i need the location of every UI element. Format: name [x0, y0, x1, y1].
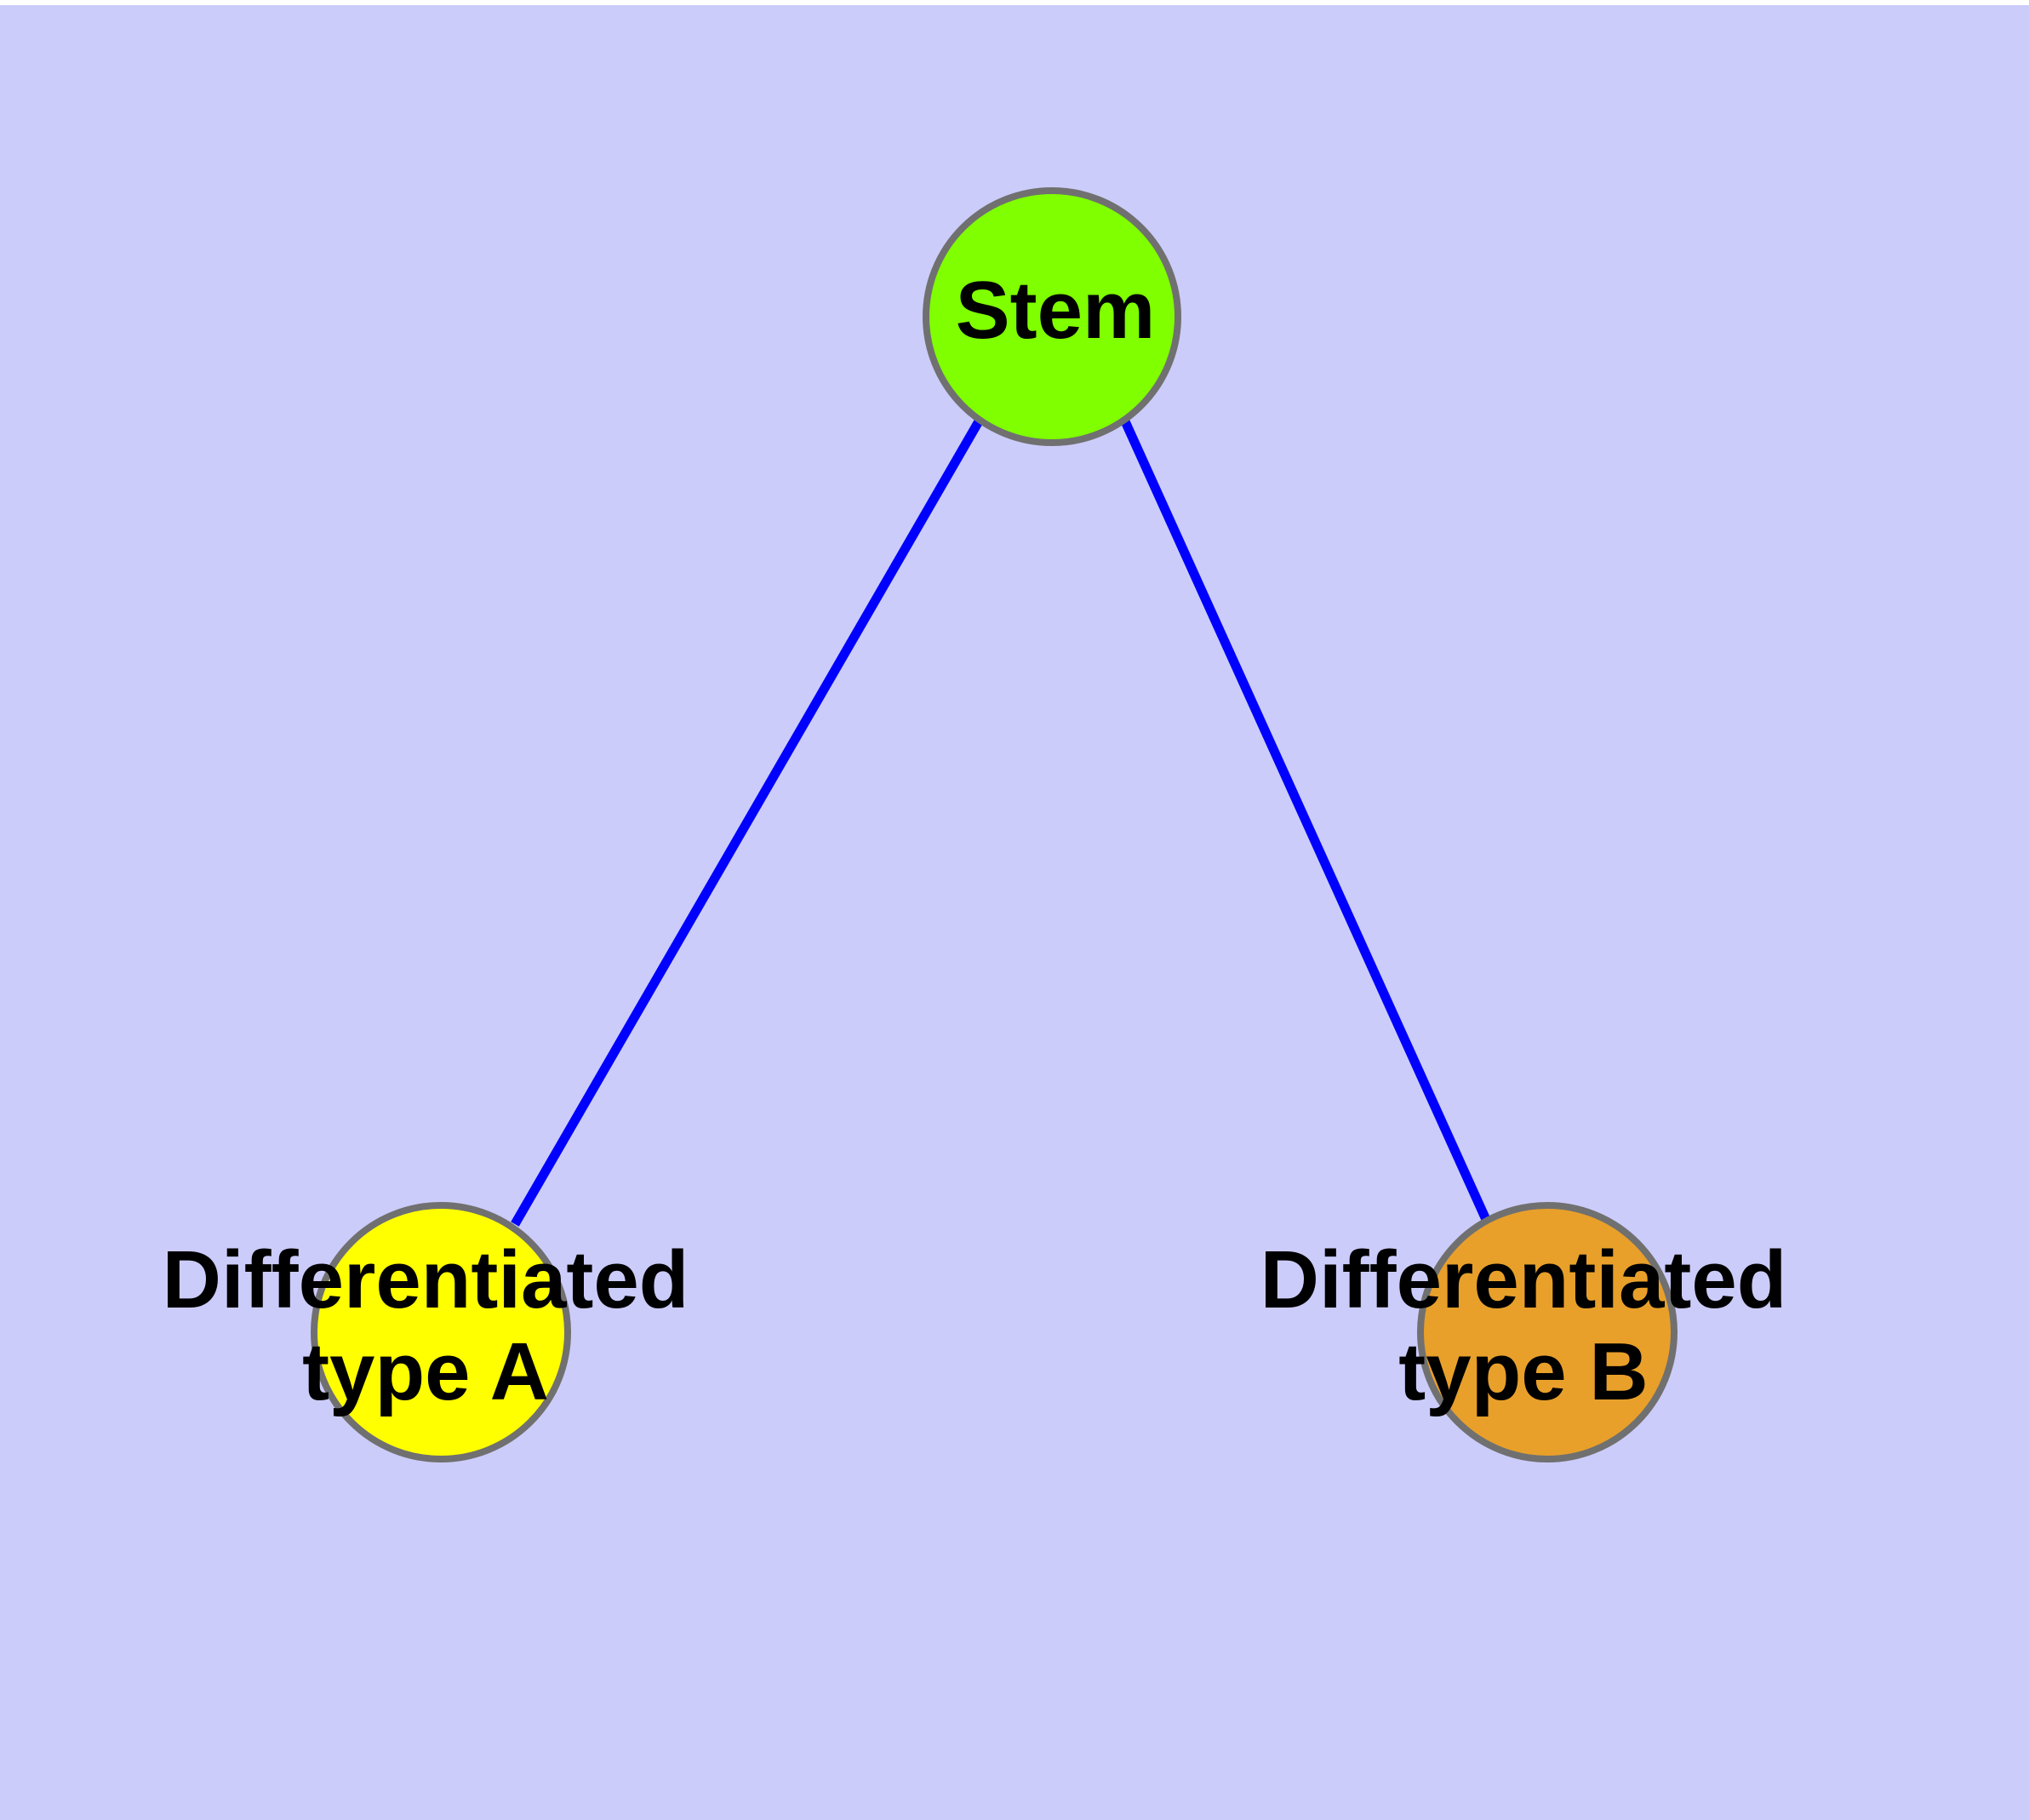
graph-node-label-stem: Stem [956, 265, 1156, 356]
graph-node-diff-a[interactable] [311, 1202, 571, 1462]
graph-node-stem[interactable] [923, 187, 1181, 446]
graph-edge-stem-to-diff-b [1120, 419, 1493, 1226]
graph-node-label-line: type B [1398, 1326, 1648, 1417]
graph-node-label-line: type A [302, 1326, 549, 1417]
graph-node-label-line: Stem [956, 265, 1156, 356]
graph-node-diff-b[interactable] [1417, 1202, 1677, 1462]
graph-node-label-line: Differentiated [1260, 1234, 1787, 1325]
graph-node-label-line: Differentiated [163, 1234, 689, 1325]
nodes-layer [311, 187, 1677, 1462]
graph-edge-stem-to-diff-a [511, 419, 983, 1227]
edges-layer [511, 419, 1493, 1227]
